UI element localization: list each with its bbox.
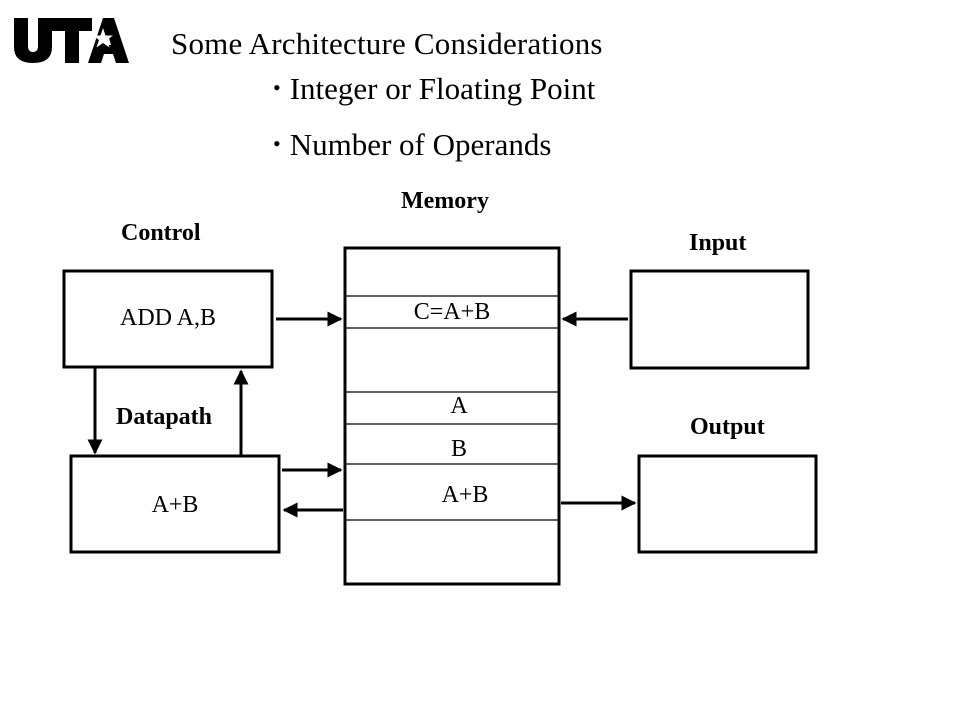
bullet-item: • Number of Operands (273, 127, 551, 163)
uta-logo (14, 18, 129, 63)
control-label: Control (121, 220, 201, 246)
datapath-label: Datapath (116, 404, 213, 430)
control-box (62, 269, 274, 369)
output-label: Output (690, 414, 765, 440)
input-label: Input (689, 230, 747, 256)
memory-box (343, 246, 561, 586)
bullet-item: • Integer or Floating Point (273, 71, 595, 107)
bullet-text: Number of Operands (289, 127, 552, 162)
memory-cell-dividers (345, 295, 559, 521)
memory-cell-text: A (450, 393, 468, 419)
slide-title: Some Architecture Considerations (171, 26, 603, 61)
logo-letter-u (14, 18, 52, 63)
bullet-text: Integer or Floating Point (289, 71, 596, 106)
output-box (637, 454, 818, 554)
memory-cell-text: B (450, 436, 467, 462)
datapath-operation-text: A+B (151, 492, 199, 518)
logo-letter-a (88, 18, 129, 63)
logo-star-icon (93, 28, 113, 48)
control-instruction-text: ADD A,B (119, 305, 216, 331)
datapath-box (69, 454, 281, 554)
memory-label: Memory (401, 188, 489, 214)
logo-letter-t (52, 18, 92, 63)
memory-cell-text: C=A+B (413, 299, 491, 325)
bullet-dot-icon: • (273, 75, 281, 100)
bullet-dot-icon: • (273, 131, 281, 156)
memory-cell-text: A+B (441, 482, 489, 508)
input-box (629, 269, 810, 370)
